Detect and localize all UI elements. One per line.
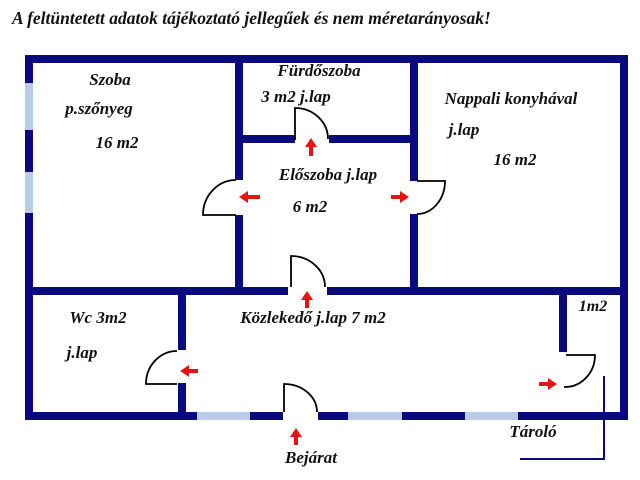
szoba-name: Szoba bbox=[89, 70, 131, 89]
nappali-floor: j.lap bbox=[448, 120, 480, 139]
szoba-floor: p.szőnyeg bbox=[65, 99, 133, 118]
tarolo-door-arrow-right bbox=[539, 378, 557, 390]
tarolo-area: 1m2 bbox=[578, 298, 608, 315]
wall-middle-right bbox=[327, 287, 628, 295]
wall-middle-left bbox=[25, 287, 288, 295]
nappali-door-arrow-right bbox=[391, 191, 409, 203]
wall-furdoszoba-bottom-left bbox=[243, 135, 295, 143]
furdoszoba-area: 3 m2 j.lap bbox=[261, 87, 331, 106]
szoba-door-arc bbox=[202, 179, 237, 216]
tarolo-name: Tároló bbox=[509, 422, 557, 441]
window-bottom-right bbox=[465, 412, 518, 420]
furdoszoba-door-arc bbox=[294, 107, 329, 140]
wall-tarolo-left bbox=[559, 287, 567, 352]
furdoszoba-door-arrow-up bbox=[305, 138, 317, 156]
disclaimer-text: A feltüntetett adatok tájékoztató jelleg… bbox=[12, 8, 491, 28]
bejarat-label: Bejárat bbox=[285, 448, 337, 467]
entrance-door-opening bbox=[283, 411, 318, 421]
window-bottom-wc bbox=[197, 412, 250, 420]
window-left-upper bbox=[25, 83, 33, 130]
nappali-area: 16 m2 bbox=[493, 150, 537, 169]
wc-name: Wc 3m2 bbox=[69, 308, 127, 327]
nappali-door-arc bbox=[416, 180, 446, 215]
eloszoba-door-arc bbox=[290, 255, 326, 288]
eloszoba-name: Előszoba j.lap bbox=[278, 165, 378, 184]
tarolo-door-arc bbox=[563, 354, 596, 388]
wc-door-arc bbox=[145, 350, 178, 385]
wc-door-arrow-left bbox=[180, 365, 198, 377]
wall-szoba-eloszoba-lower bbox=[235, 215, 243, 295]
tarolo-leader-line bbox=[520, 376, 605, 460]
wall-furdoszoba-bottom-right bbox=[329, 135, 418, 143]
wall-nappali-left-lower bbox=[410, 214, 418, 295]
szoba-door-arrow-left bbox=[239, 191, 260, 203]
szoba-area: 16 m2 bbox=[95, 133, 139, 152]
bejarat-door-arc bbox=[283, 383, 318, 413]
wall-outer-left bbox=[25, 55, 33, 420]
wall-wc-right-lower bbox=[178, 383, 186, 420]
kozlekedo-label: Közlekedő j.lap 7 m2 bbox=[240, 308, 386, 327]
bejarat-door-arrow-up bbox=[290, 428, 302, 445]
eloszoba-door-arrow-up bbox=[301, 291, 313, 308]
nappali-name: Nappali konyhával bbox=[444, 89, 578, 108]
window-left-lower bbox=[25, 172, 33, 213]
wall-szoba-eloszoba-upper bbox=[235, 55, 243, 180]
wc-floor: j.lap bbox=[66, 343, 98, 362]
wall-outer-bottom bbox=[25, 412, 628, 420]
wall-outer-top bbox=[25, 55, 628, 63]
furdoszoba-name: Fürdőszoba bbox=[277, 61, 361, 80]
window-bottom-mid bbox=[348, 412, 402, 420]
wall-wc-right-upper bbox=[178, 287, 186, 350]
wall-nappali-left-upper bbox=[410, 55, 418, 181]
eloszoba-area: 6 m2 bbox=[292, 197, 328, 216]
wall-outer-right bbox=[620, 55, 628, 420]
